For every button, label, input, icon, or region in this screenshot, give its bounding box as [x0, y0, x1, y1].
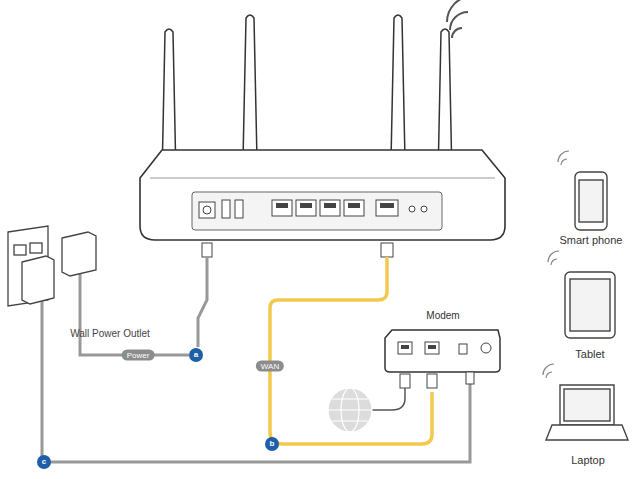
- device-label: Tablet: [575, 348, 604, 360]
- cable-tag: WAN: [256, 361, 284, 372]
- node-heading: Modem: [426, 310, 459, 321]
- device-icon: Tablet: [556, 268, 624, 364]
- callout-number: b: [265, 437, 279, 451]
- device-icon: Laptop: [544, 362, 632, 470]
- device-label: Laptop: [571, 454, 605, 466]
- device-label: Smart phone: [559, 234, 622, 246]
- cable-tag: Power: [122, 350, 155, 361]
- modem-box: Modem: [385, 330, 501, 373]
- part-label: Wall Power Outlet: [70, 328, 150, 339]
- callout-number: a: [189, 348, 203, 362]
- device-icon: Smart phone: [557, 168, 626, 250]
- callout-number: c: [37, 455, 51, 469]
